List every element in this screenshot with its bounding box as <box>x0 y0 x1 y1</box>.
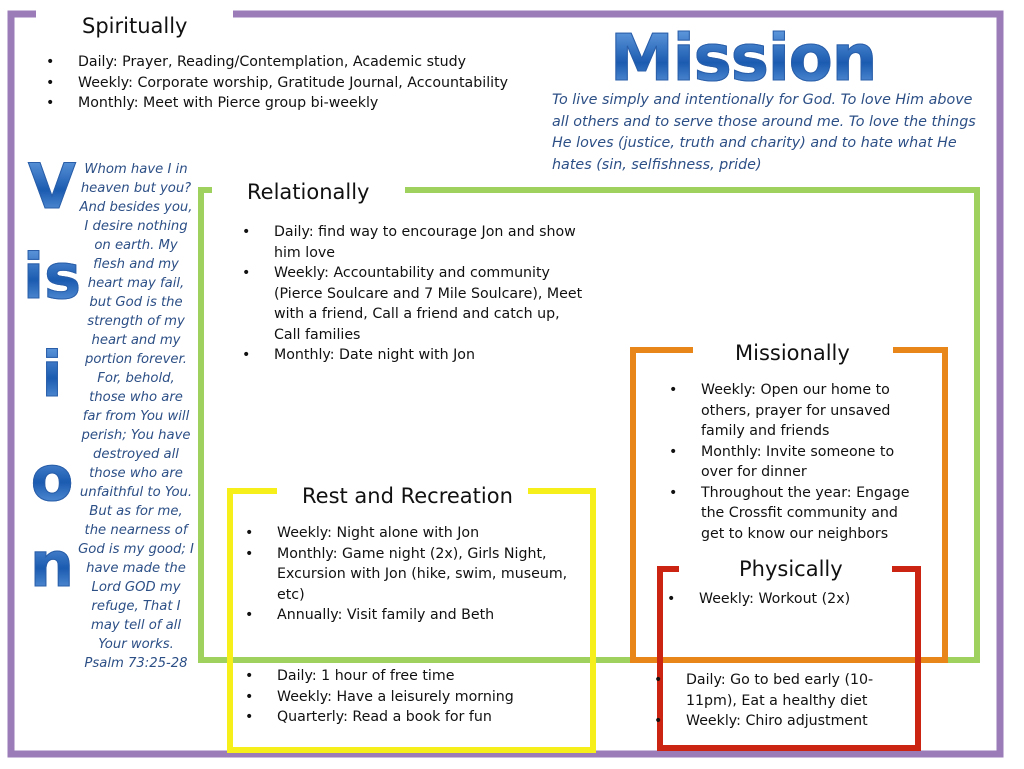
list-item: Monthly: Meet with Pierce group bi-weekl… <box>44 93 508 114</box>
spiritually-frame <box>7 10 1004 758</box>
vision-letter-i: i <box>22 338 82 412</box>
list-item: Monthly: Invite someone to over for dinn… <box>667 442 917 483</box>
list-item: Annually: Visit family and Beth <box>243 605 583 626</box>
mission-title: Mission <box>609 22 877 97</box>
physically-list: Weekly: Workout (2x) <box>665 589 915 610</box>
rest-list-lower: Daily: 1 hour of free time Weekly: Have … <box>243 666 583 728</box>
spiritually-list: Daily: Prayer, Reading/Contemplation, Ac… <box>44 52 508 114</box>
vision-letter-n: n <box>22 528 82 602</box>
list-item: Weekly: Open our home to others, prayer … <box>667 380 917 442</box>
vision-letter-v: V <box>22 150 82 224</box>
physically-title: Physically <box>739 557 843 581</box>
list-item: Weekly: Night alone with Jon <box>243 523 583 544</box>
missionally-frame <box>630 347 948 663</box>
vision-letter-is: is <box>22 240 82 314</box>
list-item: Weekly: Have a leisurely morning <box>243 687 583 708</box>
list-item: Monthly: Game night (2x), Girls Night, E… <box>243 544 583 606</box>
rest-title: Rest and Recreation <box>302 484 513 508</box>
physically-list-lower: Daily: Go to bed early (10-11pm), Eat a … <box>652 670 912 732</box>
list-item: Quarterly: Read a book for fun <box>243 707 583 728</box>
rest-frame <box>227 488 596 753</box>
list-item: Weekly: Accountability and community (Pi… <box>240 263 585 345</box>
list-item: Daily: find way to encourage Jon and sho… <box>240 222 585 263</box>
physically-frame <box>657 566 921 751</box>
relationally-frame <box>198 187 980 663</box>
list-item: Throughout the year: Engage the Crossfit… <box>667 483 917 545</box>
list-item: Daily: 1 hour of free time <box>243 666 583 687</box>
missionally-list: Weekly: Open our home to others, prayer … <box>667 380 917 544</box>
missionally-title: Missionally <box>735 341 850 365</box>
list-item: Monthly: Date night with Jon <box>240 345 585 366</box>
mission-statement: To live simply and intentionally for God… <box>552 92 976 173</box>
list-item: Weekly: Workout (2x) <box>665 589 915 610</box>
verse-text: Whom have I in heaven but you? And besid… <box>78 162 194 652</box>
verse-reference: Psalm 73:25-28 <box>84 656 188 671</box>
rest-list: Weekly: Night alone with Jon Monthly: Ga… <box>243 523 583 626</box>
list-item: Weekly: Chiro adjustment <box>652 711 912 732</box>
spiritually-title: Spiritually <box>82 14 188 38</box>
vision-verse: Whom have I in heaven but you? And besid… <box>78 160 194 673</box>
list-item: Daily: Prayer, Reading/Contemplation, Ac… <box>44 52 508 73</box>
list-item: Daily: Go to bed early (10-11pm), Eat a … <box>652 670 912 711</box>
list-item: Weekly: Corporate worship, Gratitude Jou… <box>44 73 508 94</box>
vision-letter-o: o <box>22 442 82 516</box>
relationally-list: Daily: find way to encourage Jon and sho… <box>240 222 585 366</box>
relationally-title: Relationally <box>247 180 370 204</box>
